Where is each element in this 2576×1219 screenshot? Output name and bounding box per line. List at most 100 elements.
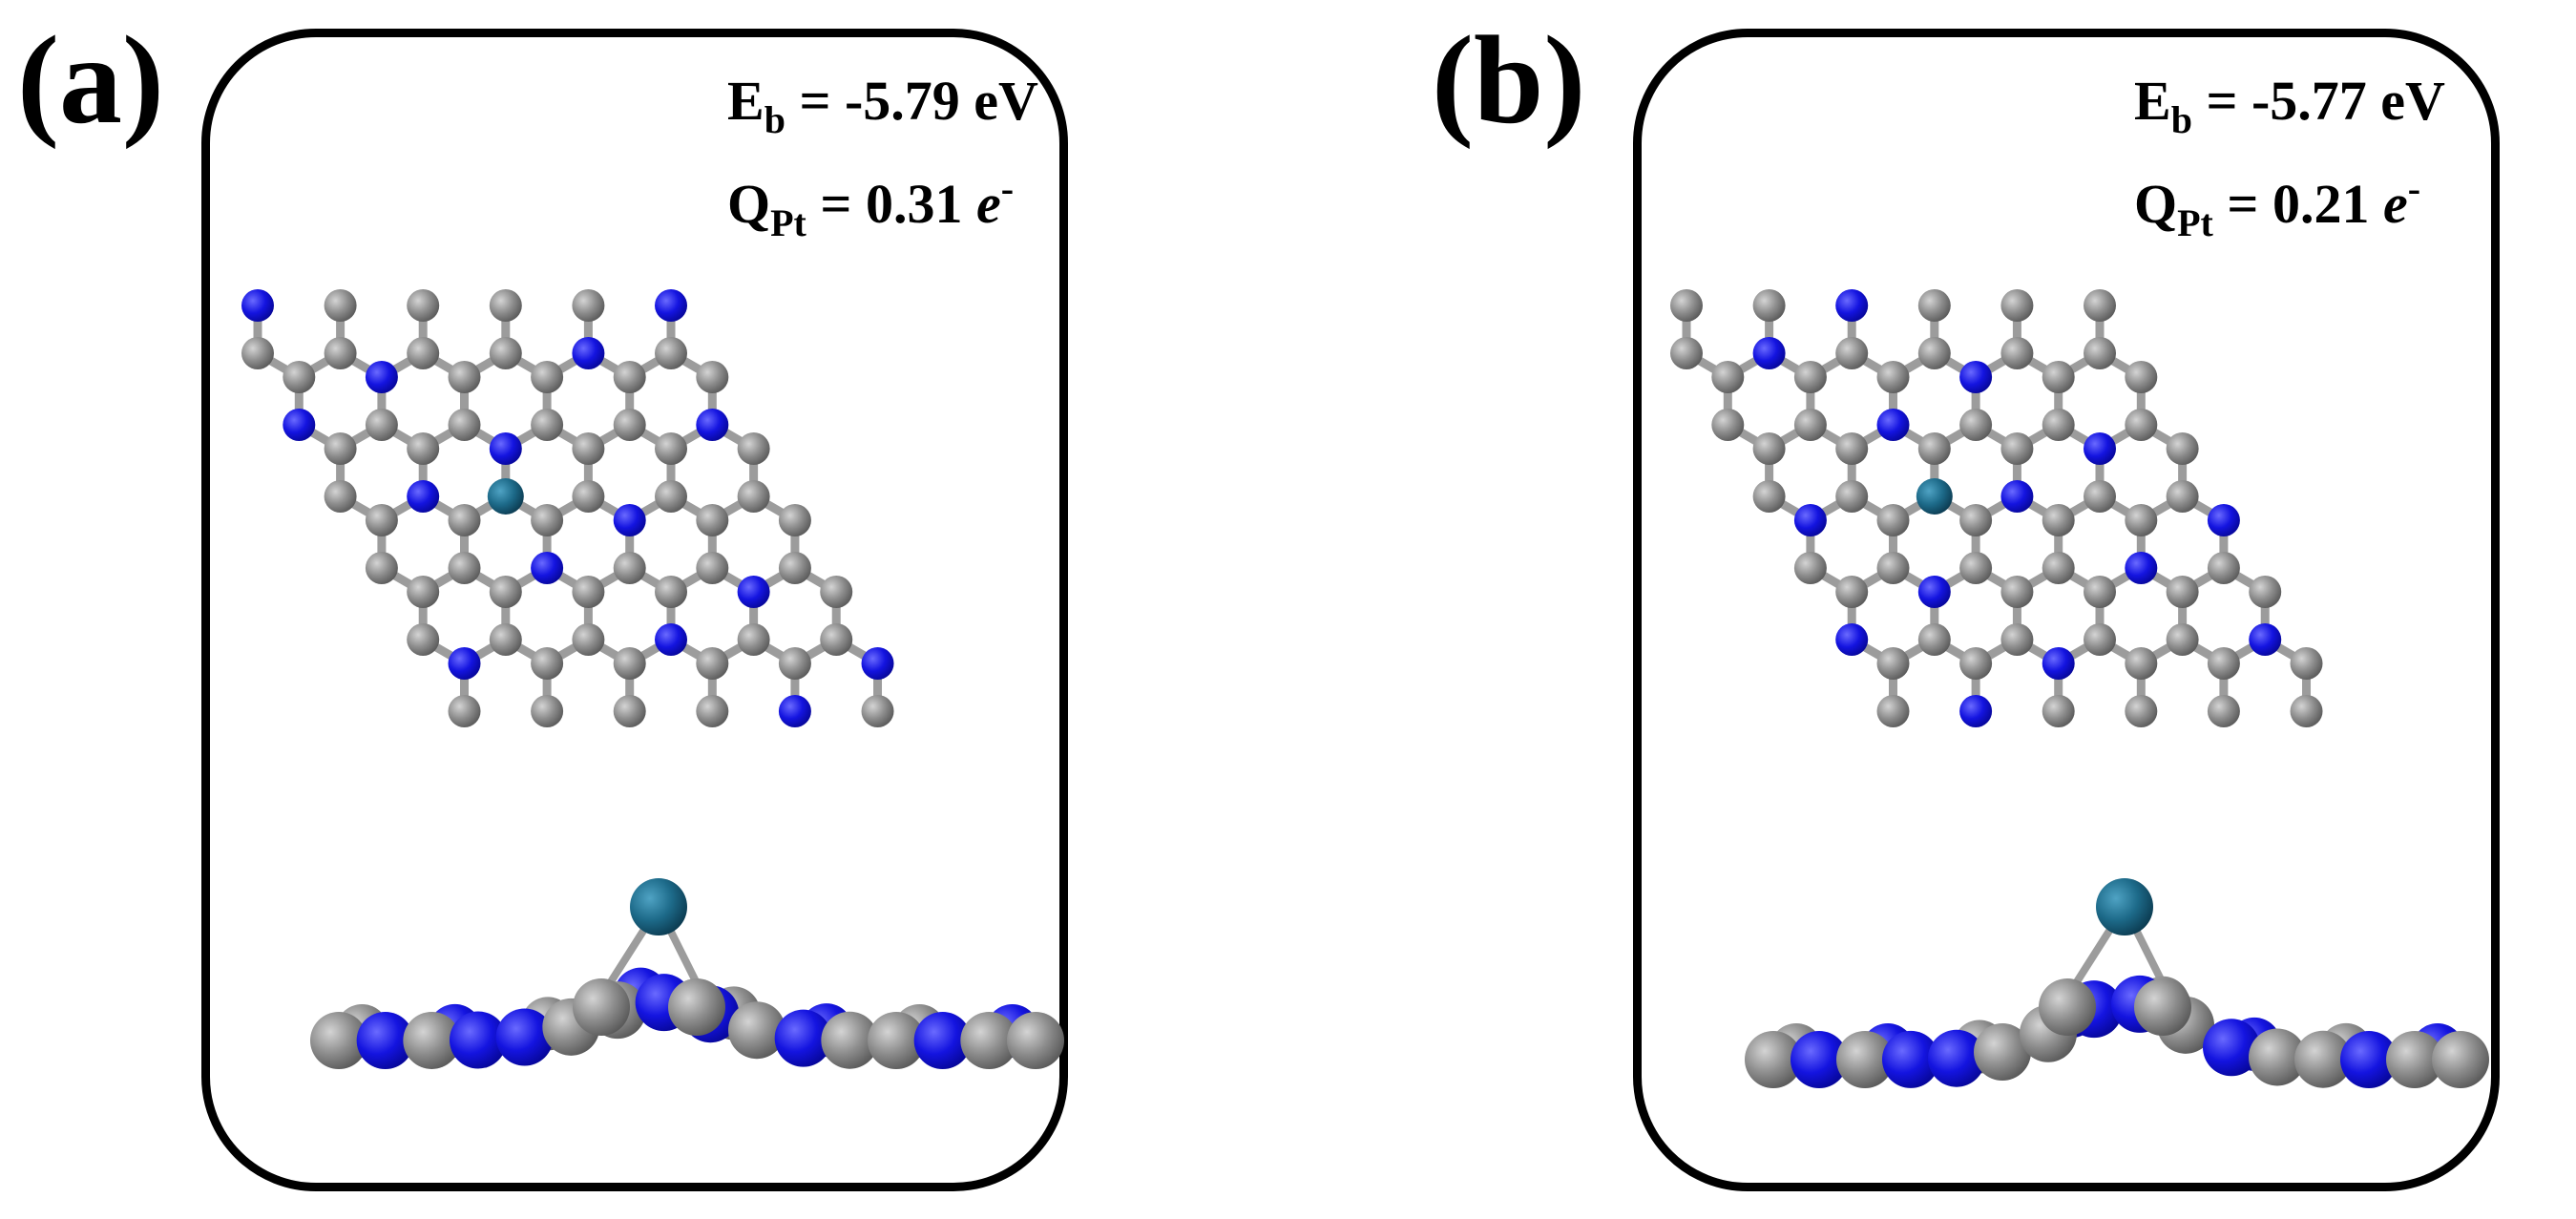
carbon-atom (2249, 576, 2282, 608)
nitrogen-atom (696, 409, 729, 441)
nitrogen-atom (489, 432, 522, 465)
atoms-layer (241, 289, 2489, 1088)
carbon-atom (655, 576, 688, 608)
carbon-atom (2042, 409, 2075, 441)
carbon-atom (1917, 289, 1951, 322)
carbon-atom (696, 504, 729, 536)
carbon-atom (2084, 337, 2117, 369)
carbon-atom (737, 480, 770, 513)
carbon-atom (1959, 647, 1993, 680)
nitrogen-atom (531, 552, 564, 584)
panel-label-b: (b) (1432, 10, 1586, 150)
carbon-atom (531, 695, 564, 727)
carbon-atom (696, 361, 729, 393)
carbon-atom (668, 978, 725, 1036)
carbon-atom (407, 337, 440, 369)
nitrogen-atom (572, 337, 605, 369)
carbon-atom (696, 552, 729, 584)
carbon-atom (2000, 289, 2034, 322)
carbon-atom (778, 647, 811, 680)
nitrogen-atom (495, 1008, 554, 1066)
nitrogen-atom (1835, 289, 1869, 322)
carbon-atom (310, 1012, 367, 1069)
nitrogen-atom (774, 1009, 832, 1067)
carbon-atom (2290, 647, 2323, 680)
nitrogen-atom (1928, 1029, 1985, 1087)
carbon-atom (324, 432, 357, 465)
nitrogen-atom (2125, 552, 2158, 584)
carbon-atom (1835, 480, 1869, 513)
carbon-atom (2166, 576, 2199, 608)
carbon-atom (778, 552, 811, 584)
panel-label-a: (a) (17, 10, 164, 150)
carbon-atom (572, 576, 605, 608)
carbon-atom (2207, 695, 2240, 727)
carbon-atom (1793, 552, 1827, 584)
carbon-atom (1835, 576, 1869, 608)
carbon-atom (1876, 647, 1910, 680)
carbon-atom (407, 289, 440, 322)
carbon-atom (407, 623, 440, 656)
energy-annotation-a: Eb = -5.79 eV QPt = 0.31 e- (727, 67, 1038, 258)
carbon-atom (2125, 504, 2158, 536)
carbon-atom (489, 289, 522, 322)
carbon-atom (696, 647, 729, 680)
nitrogen-atom (2340, 1030, 2398, 1088)
platinum-atom (487, 478, 524, 515)
carbon-atom (324, 480, 357, 513)
nitrogen-atom (450, 1011, 507, 1069)
binding-energy-b: Eb = -5.77 eV (2134, 70, 2445, 141)
carbon-atom (2386, 1030, 2443, 1088)
carbon-atom (324, 337, 357, 369)
carbon-atom (613, 409, 646, 441)
nitrogen-atom (861, 647, 894, 680)
carbon-atom (737, 623, 770, 656)
carbon-atom (531, 504, 564, 536)
carbon-atom (2125, 409, 2158, 441)
carbon-atom (821, 1011, 879, 1069)
pt-charge-a: QPt = 0.31 e- (727, 167, 1015, 244)
carbon-atom (2000, 337, 2034, 369)
carbon-atom (1670, 289, 1703, 322)
carbon-atom (1876, 504, 1910, 536)
carbon-atom (960, 1012, 1018, 1069)
carbon-atom (2125, 361, 2158, 393)
carbon-atom (448, 361, 481, 393)
carbon-atom (407, 432, 440, 465)
carbon-atom (2290, 695, 2323, 727)
carbon-atom (407, 576, 440, 608)
carbon-atom (448, 409, 481, 441)
carbon-atom (2166, 623, 2199, 656)
carbon-atom (2125, 695, 2158, 727)
nitrogen-atom (737, 576, 770, 608)
carbon-atom (365, 552, 398, 584)
carbon-atom (489, 337, 522, 369)
nitrogen-atom (1882, 1030, 1939, 1088)
carbon-atom (655, 480, 688, 513)
nitrogen-atom (2042, 647, 2075, 680)
carbon-atom (2166, 432, 2199, 465)
carbon-atom (2084, 623, 2117, 656)
platinum-atom (1916, 478, 1953, 515)
carbon-atom (1793, 361, 1827, 393)
carbon-atom (2084, 576, 2117, 608)
carbon-atom (2042, 552, 2075, 584)
carbon-atom (1670, 337, 1703, 369)
carbon-atom (1007, 1012, 1064, 1069)
carbon-atom (2084, 289, 2117, 322)
nitrogen-atom (913, 1011, 972, 1069)
carbon-atom (2042, 695, 2075, 727)
carbon-atom (531, 361, 564, 393)
carbon-atom (2000, 623, 2034, 656)
nitrogen-atom (2000, 480, 2034, 513)
carbon-atom (613, 552, 646, 584)
carbon-atom (573, 978, 630, 1036)
carbon-atom (655, 432, 688, 465)
carbon-atom (448, 695, 481, 727)
carbon-atom (2125, 647, 2158, 680)
nitrogen-atom (2203, 1019, 2260, 1077)
carbon-atom (728, 1001, 785, 1060)
nitrogen-atom (1959, 361, 1993, 393)
carbon-atom (365, 504, 398, 536)
platinum-atom (630, 878, 687, 935)
